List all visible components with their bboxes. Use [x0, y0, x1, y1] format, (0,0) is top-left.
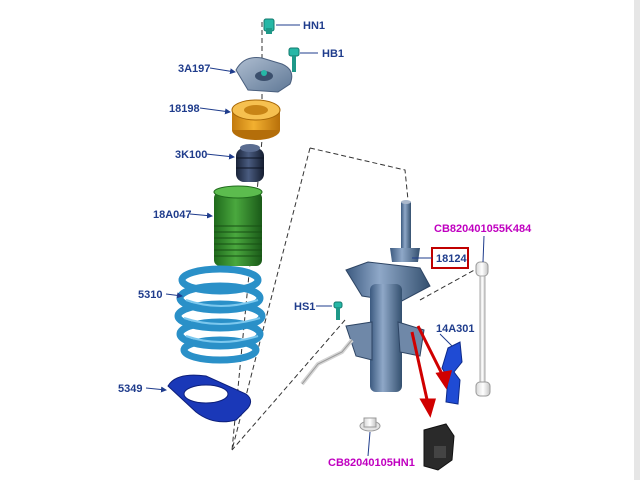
hex-nut-icon — [263, 18, 275, 34]
18198-leader — [199, 107, 231, 115]
callout-5349: 5349 — [118, 383, 142, 395]
shock-absorber-icon — [345, 200, 431, 392]
callout-14a301: 14A301 — [436, 323, 475, 335]
callout-3a197: 3A197 — [178, 63, 210, 75]
coil-spring-icon — [174, 265, 266, 364]
window-frame-edge — [634, 0, 640, 480]
callout-hs1: HS1 — [294, 301, 315, 313]
highlight-arrows — [410, 325, 453, 418]
brake-hose-edge — [301, 339, 353, 385]
screw-icon — [333, 301, 343, 320]
cb-link-leader — [482, 235, 485, 263]
5310-leader — [165, 292, 183, 299]
bolt-icon — [288, 47, 300, 72]
bearing-icon — [231, 99, 281, 140]
callout-18124: 18124 — [436, 253, 467, 265]
3a197-leader — [209, 67, 236, 75]
callout-5310: 5310 — [138, 289, 162, 301]
spring-highlight — [183, 299, 261, 343]
brake-hose — [300, 338, 354, 386]
callout-18198: 18198 — [169, 103, 200, 115]
callout-hb1: HB1 — [322, 48, 344, 60]
callout-cb-link: CB820401055K484 — [434, 223, 532, 235]
18a047-leader — [189, 212, 213, 219]
14a301-leader — [439, 333, 453, 347]
spring-seat-icon — [167, 374, 252, 423]
stabilizer-link-icon — [475, 261, 491, 397]
5349-leader — [145, 386, 167, 393]
cb-nut-leader — [367, 431, 371, 457]
strut-mount-icon — [235, 57, 293, 93]
sensor-icon — [423, 423, 455, 471]
callout-cb-nut: CB82040105HN1 — [328, 457, 415, 469]
dust-boot-icon — [213, 185, 263, 266]
callout-18a047: 18A047 — [153, 209, 192, 221]
flange-nut-icon — [359, 417, 381, 432]
callout-3k100: 3K100 — [175, 149, 207, 161]
callout-hn1: HN1 — [303, 20, 325, 32]
bump-stop-icon — [236, 144, 264, 182]
3k100-leader — [205, 153, 235, 160]
